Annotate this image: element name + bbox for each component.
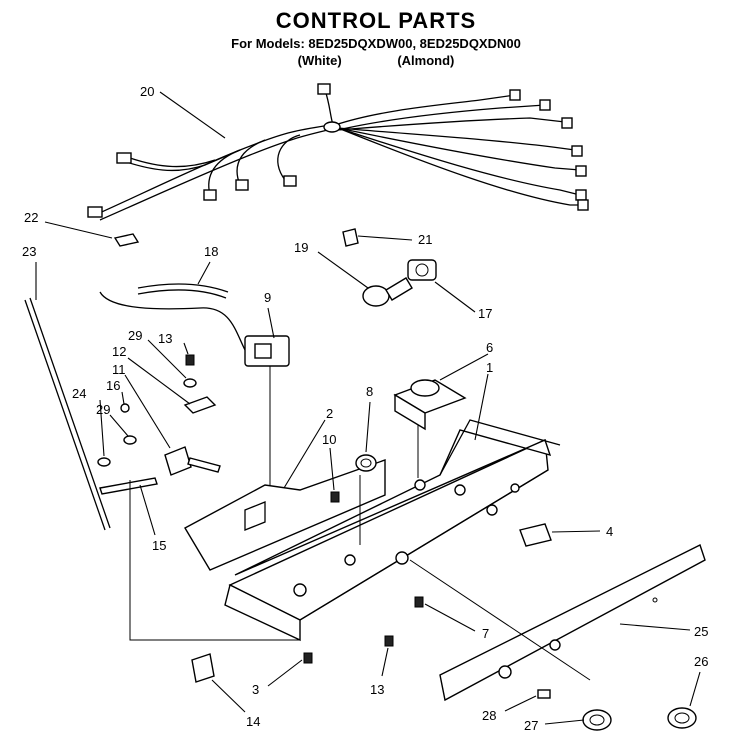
variant-almond: (Almond) <box>397 53 455 68</box>
callout-17: 17 <box>478 306 492 321</box>
callout-23: 23 <box>22 244 36 259</box>
control-panel <box>439 544 706 702</box>
callout-2: 2 <box>326 406 333 421</box>
clip-21 <box>342 228 359 247</box>
defrost-timer <box>393 379 467 478</box>
screw-13-upper <box>185 354 195 366</box>
callout-11: 11 <box>112 362 126 377</box>
grommet <box>355 454 377 472</box>
control-shaft <box>164 446 221 476</box>
light-switch <box>519 523 552 547</box>
damper-link <box>99 477 158 495</box>
screw-13-lower <box>384 635 394 647</box>
callout-9: 9 <box>264 290 271 305</box>
callout-1: 1 <box>486 360 493 375</box>
callout-18: 18 <box>204 244 218 259</box>
clip-14 <box>191 653 215 683</box>
color-variants: (White) (Almond) <box>0 53 752 68</box>
callout-27: 27 <box>524 718 538 733</box>
wire-harness <box>87 83 589 221</box>
callout-26: 26 <box>694 654 708 669</box>
washer-29-lower <box>123 435 137 445</box>
leader-lines <box>35 91 701 725</box>
screw-10 <box>330 491 340 503</box>
knob-26 <box>667 707 697 729</box>
callout-22: 22 <box>24 210 38 225</box>
model-numbers: For Models: 8ED25DQXDW00, 8ED25DQXDN00 <box>231 36 521 51</box>
clip-28 <box>537 689 551 699</box>
screw-16 <box>120 403 130 413</box>
callout-29-lower: 29 <box>96 402 110 417</box>
clip-22 <box>113 233 140 247</box>
callout-3: 3 <box>252 682 259 697</box>
callout-labels: 20 22 23 18 19 21 17 9 29 13 12 11 16 24… <box>22 84 708 733</box>
thermostat <box>99 291 290 495</box>
callout-19: 19 <box>294 240 308 255</box>
callout-28: 28 <box>482 708 496 723</box>
control-housing <box>224 419 561 642</box>
screw-7 <box>414 596 424 608</box>
callout-20: 20 <box>140 84 154 99</box>
washer-24 <box>97 457 111 467</box>
callout-29-upper: 29 <box>128 328 142 343</box>
callout-4: 4 <box>606 524 613 539</box>
screw-3 <box>303 652 313 664</box>
callout-13-lower: 13 <box>370 682 384 697</box>
callout-15: 15 <box>152 538 166 553</box>
callout-24: 24 <box>72 386 86 401</box>
capillary-tube <box>137 283 229 293</box>
callout-16: 16 <box>106 378 120 393</box>
thermostat-bracket <box>184 459 386 571</box>
callout-13-upper: 13 <box>158 331 172 346</box>
callout-10: 10 <box>322 432 336 447</box>
knob-27 <box>582 709 612 731</box>
light-bulb <box>362 277 413 307</box>
variant-white: (White) <box>297 53 342 68</box>
damper-rod <box>24 299 106 531</box>
callout-7: 7 <box>482 626 489 641</box>
washer-29-upper <box>183 378 197 388</box>
diagram-title: CONTROL PARTS <box>275 8 477 33</box>
callout-6: 6 <box>486 340 493 355</box>
callout-21: 21 <box>418 232 432 247</box>
callout-25: 25 <box>694 624 708 639</box>
bracket-12 <box>183 396 217 414</box>
callout-14: 14 <box>246 714 260 729</box>
callout-8: 8 <box>366 384 373 399</box>
callout-12: 12 <box>112 344 126 359</box>
light-socket <box>407 259 437 281</box>
